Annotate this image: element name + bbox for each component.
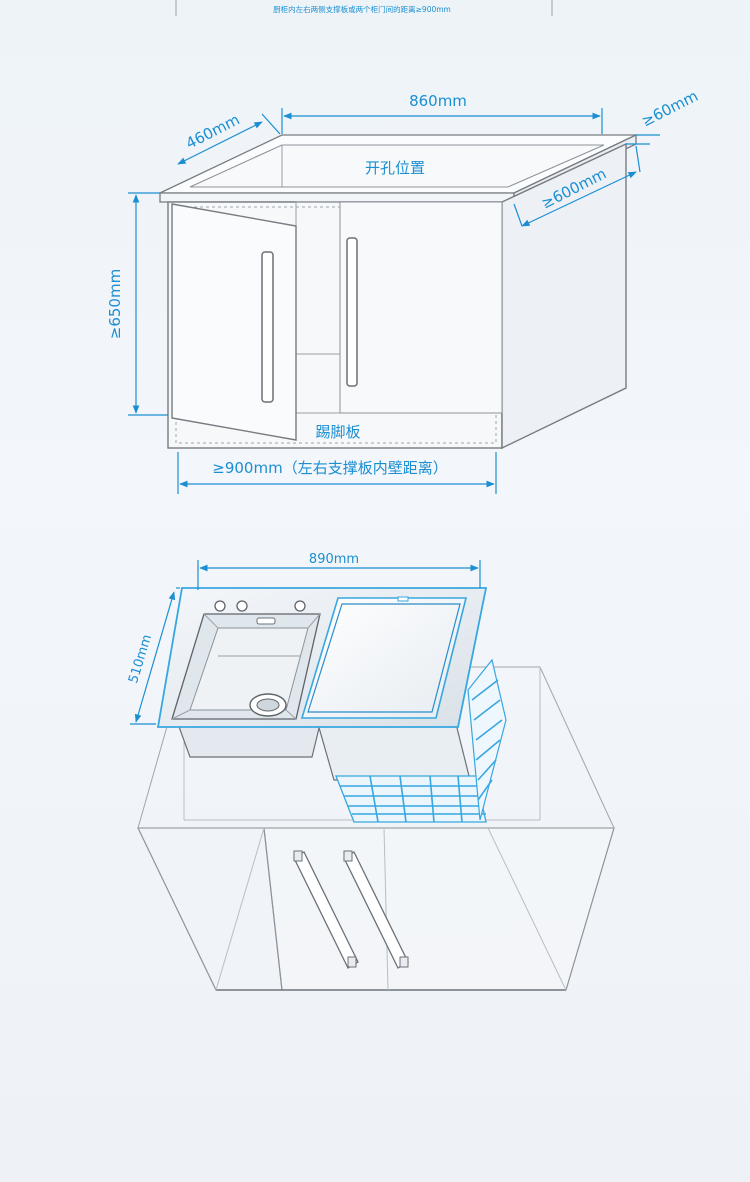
cutout-label: 开孔位置 (365, 159, 425, 177)
left-door-handle (261, 251, 274, 403)
inner-width-dimension: ≥900mm（左右支撑板内壁距离） (177, 452, 497, 494)
dish-rack (467, 658, 507, 821)
right-door (339, 201, 503, 414)
left-door (171, 203, 297, 441)
height-dimension: ≥650mm (106, 192, 168, 416)
drain-basket (335, 775, 487, 823)
sink-drawing: 890mm 510mm (126, 552, 615, 991)
sink-bowl (171, 613, 321, 720)
faucet-hole (294, 600, 306, 612)
cutting-board (300, 596, 468, 719)
overhang-label: ≥60mm (639, 87, 701, 131)
faucet-hole (214, 600, 226, 612)
kickboard-label: 踢脚板 (315, 423, 360, 441)
height-label: ≥650mm (106, 269, 124, 339)
lower-cabinet (137, 666, 615, 991)
cabinet-handle-right (343, 850, 409, 969)
faucet-hole (236, 600, 248, 612)
right-door-handle (346, 237, 358, 387)
sink-width-dimension: 890mm (197, 552, 481, 590)
cabinet-drawing: 踢脚板 开孔位置 860mm 460mm ≥60mm ≥600mm (106, 87, 701, 494)
top-note: 厨柜内左右两侧支撑板或两个柜门间的距离≥900mm (175, 0, 553, 16)
sink-depth-label: 510mm (126, 633, 155, 685)
sink-width-label: 890mm (309, 552, 359, 567)
width-dimension: 860mm (281, 92, 603, 134)
overhang-dimension: ≥60mm (626, 87, 701, 145)
sink-basin-underside (177, 723, 471, 781)
width-label: 860mm (409, 92, 467, 110)
cabinet-handle-left (293, 850, 359, 969)
inner-width-label: ≥900mm（左右支撑板内壁距离） (212, 459, 447, 477)
top-note-text: 厨柜内左右两侧支撑板或两个柜门间的距离≥900mm (273, 4, 451, 14)
